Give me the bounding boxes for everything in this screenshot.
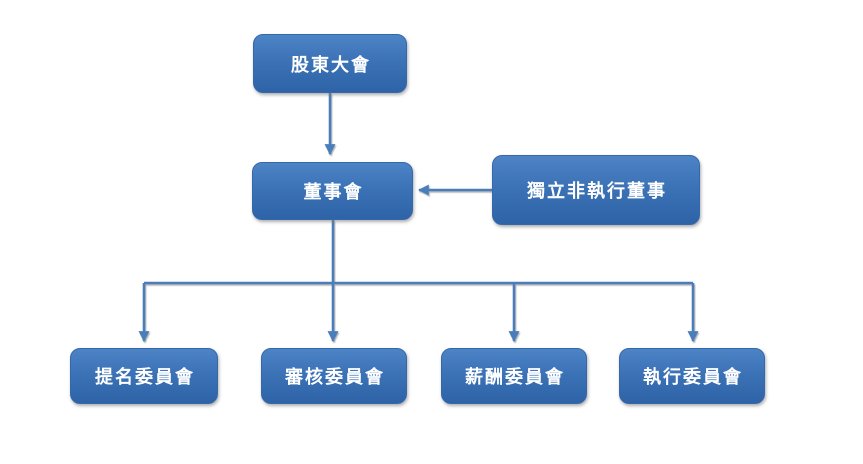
node-nomination-committee: 提名委員會 — [70, 348, 218, 404]
node-shareholders-meeting-label: 股東大會 — [291, 54, 371, 76]
node-independent-non-executive-directors-label: 獨立非執行董事 — [527, 181, 667, 202]
node-audit-committee: 審核委員會 — [261, 348, 407, 404]
node-remuneration-committee-label: 薪酬委員會 — [465, 367, 565, 388]
node-audit-committee-label: 審核委員會 — [285, 367, 385, 388]
node-executive-committee-label: 執行委員會 — [643, 367, 743, 388]
node-board-of-directors-label: 董事會 — [303, 182, 364, 203]
node-shareholders-meeting: 股東大會 — [253, 34, 407, 93]
node-remuneration-committee: 薪酬委員會 — [441, 348, 587, 404]
node-executive-committee: 執行委員會 — [619, 348, 765, 404]
node-independent-non-executive-directors: 獨立非執行董事 — [492, 155, 700, 225]
node-board-of-directors: 董事會 — [252, 162, 413, 220]
node-nomination-committee-label: 提名委員會 — [95, 367, 195, 388]
